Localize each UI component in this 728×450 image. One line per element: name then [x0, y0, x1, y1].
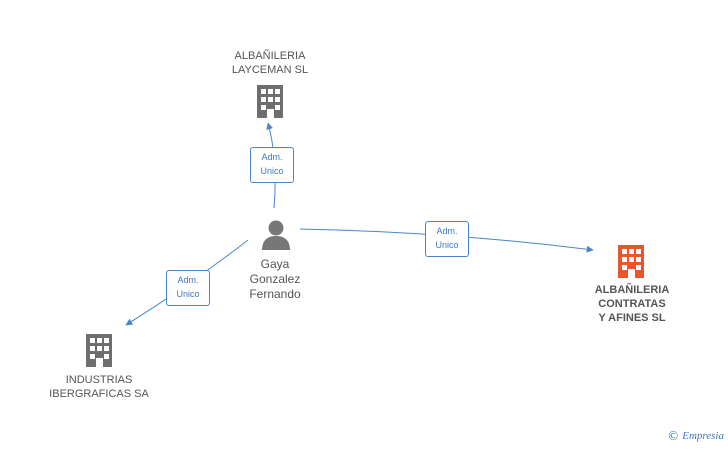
badge-line: Adm.	[261, 152, 283, 162]
company-label-layceman[interactable]: ALBAÑILERIA LAYCEMAN SL	[214, 49, 326, 77]
label-line: Fernando	[249, 287, 301, 301]
person-label[interactable]: Gaya Gonzalez Fernando	[225, 257, 325, 302]
label-line: ALBAÑILERIA	[234, 50, 306, 62]
label-line: CONTRATAS	[598, 298, 666, 310]
brand-logo: Empresia	[682, 430, 724, 442]
label-line: ALBAÑILERIA	[594, 284, 670, 296]
badge-line: Unico	[260, 166, 284, 176]
label-line: Y AFINES SL	[598, 312, 666, 324]
company-label-industrias[interactable]: INDUSTRIAS IBERGRAFICAS SA	[38, 373, 160, 401]
label-line: LAYCEMAN SL	[231, 64, 309, 76]
building-icon[interactable]	[618, 245, 644, 278]
badge-line: Unico	[176, 289, 200, 299]
badge-line: Adm.	[177, 275, 199, 285]
building-icon[interactable]	[257, 85, 283, 118]
role-badge[interactable]: Adm. Unico	[166, 270, 210, 306]
brand-watermark: © Empresia	[667, 428, 724, 444]
role-badge[interactable]: Adm. Unico	[250, 147, 294, 183]
label-line: Gonzalez	[249, 272, 301, 286]
copyright-symbol: ©	[667, 429, 680, 443]
label-line: INDUSTRIAS	[65, 374, 133, 386]
badge-line: Adm.	[436, 226, 458, 236]
company-label-contratas[interactable]: ALBAÑILERIA CONTRATAS Y AFINES SL	[576, 283, 688, 325]
person-icon[interactable]	[262, 220, 290, 251]
badge-line: Unico	[435, 240, 459, 250]
label-line: IBERGRAFICAS SA	[49, 388, 149, 400]
label-line: Gaya	[260, 257, 290, 271]
role-badge[interactable]: Adm. Unico	[425, 221, 469, 257]
building-icon[interactable]	[86, 334, 112, 367]
